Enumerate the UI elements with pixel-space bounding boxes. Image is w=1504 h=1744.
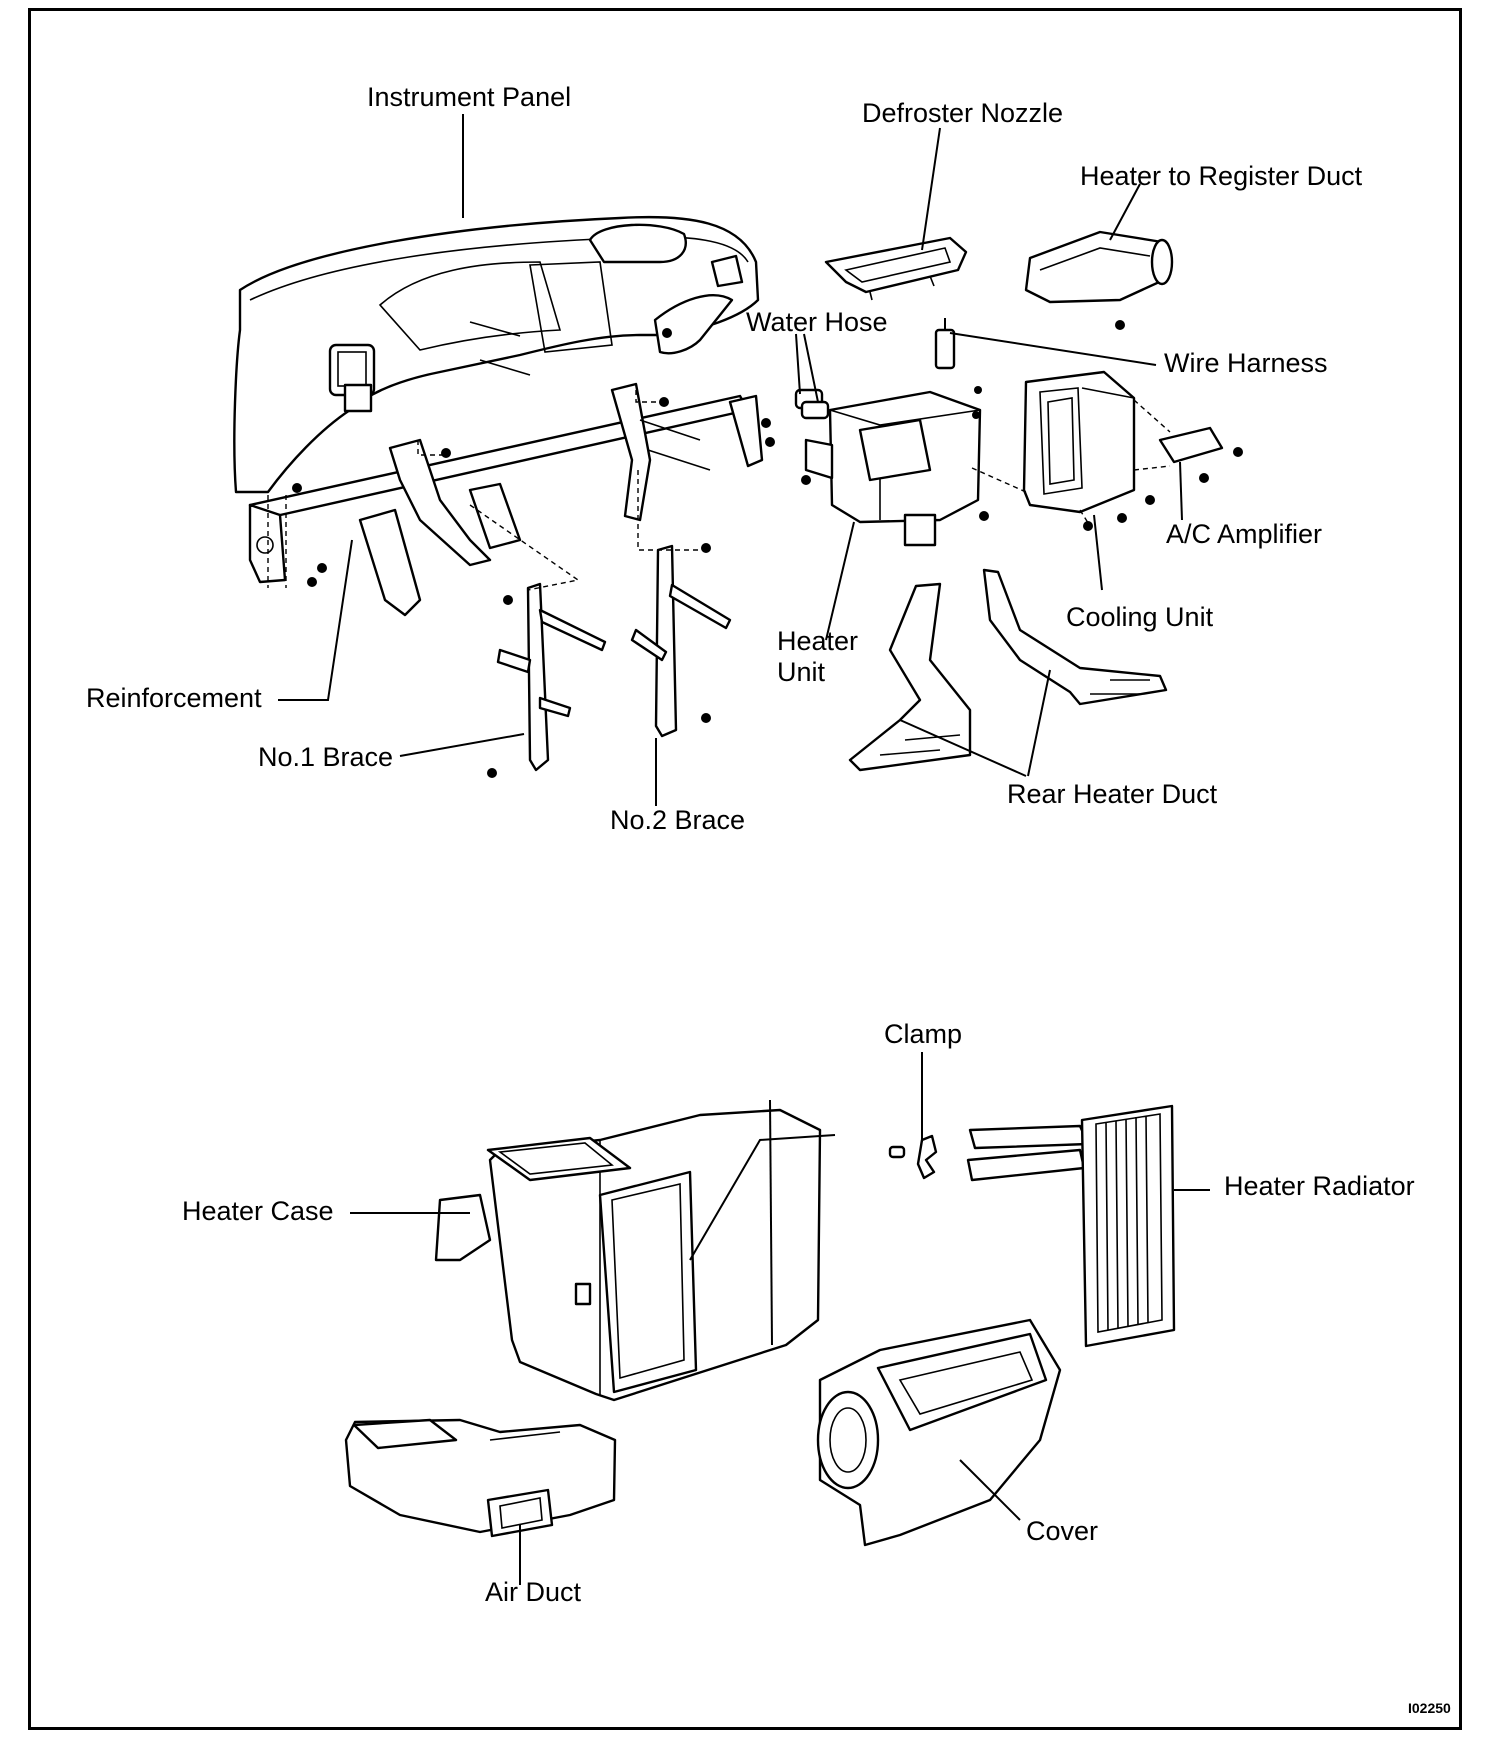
heater-unit-part — [804, 390, 982, 547]
label-heater-unit-line2: Unit — [777, 657, 826, 687]
heater-to-register-duct-part — [1024, 230, 1174, 330]
label-heater-radiator: Heater Radiator — [1224, 1171, 1415, 1201]
label-defroster-nozzle: Defroster Nozzle — [862, 98, 1064, 128]
wire-harness-part — [934, 318, 956, 370]
diagram-frame — [28, 8, 1462, 1730]
air-duct-part — [344, 1418, 617, 1538]
figure-code: I02250 — [1408, 1700, 1451, 1716]
label-reinforcement: Reinforcement — [86, 683, 262, 713]
cover-part — [816, 1318, 1062, 1547]
assembly-lines-upper — [267, 390, 1171, 591]
label-air-duct: Air Duct — [485, 1577, 582, 1607]
heater-case-part — [434, 1099, 836, 1402]
label-heater-unit-line1: Heater — [777, 626, 859, 656]
no1-brace-part — [496, 582, 607, 772]
defroster-nozzle-part — [824, 236, 968, 301]
label-heater-case: Heater Case — [182, 1196, 334, 1226]
instrument-panel-part — [233, 215, 760, 494]
label-no2-brace: No.2 Brace — [610, 805, 746, 835]
label-wire-harness: Wire Harness — [1164, 348, 1328, 378]
reinforcement-part — [248, 382, 764, 617]
rear-heater-duct-part — [848, 568, 1168, 772]
label-cover: Cover — [1026, 1516, 1099, 1546]
clamp-part — [888, 1134, 938, 1180]
label-instrument-panel: Instrument Panel — [367, 82, 572, 112]
ac-amplifier-part — [1158, 426, 1243, 483]
label-heater-to-register-duct: Heater to Register Duct — [1080, 161, 1363, 191]
label-cooling-unit: Cooling Unit — [1066, 602, 1214, 632]
water-hose-part — [794, 388, 830, 420]
fasteners-upper — [292, 328, 1155, 778]
no2-brace-part — [630, 544, 732, 738]
label-rear-heater-duct: Rear Heater Duct — [1007, 779, 1218, 809]
label-water-hose: Water Hose — [746, 307, 888, 337]
leader-lines — [278, 114, 1210, 1585]
heater-radiator-part — [966, 1104, 1176, 1348]
label-ac-amplifier: A/C Amplifier — [1166, 519, 1323, 549]
cooling-unit-part — [1022, 370, 1136, 514]
label-no1-brace: No.1 Brace — [258, 742, 394, 772]
label-clamp: Clamp — [884, 1019, 963, 1049]
